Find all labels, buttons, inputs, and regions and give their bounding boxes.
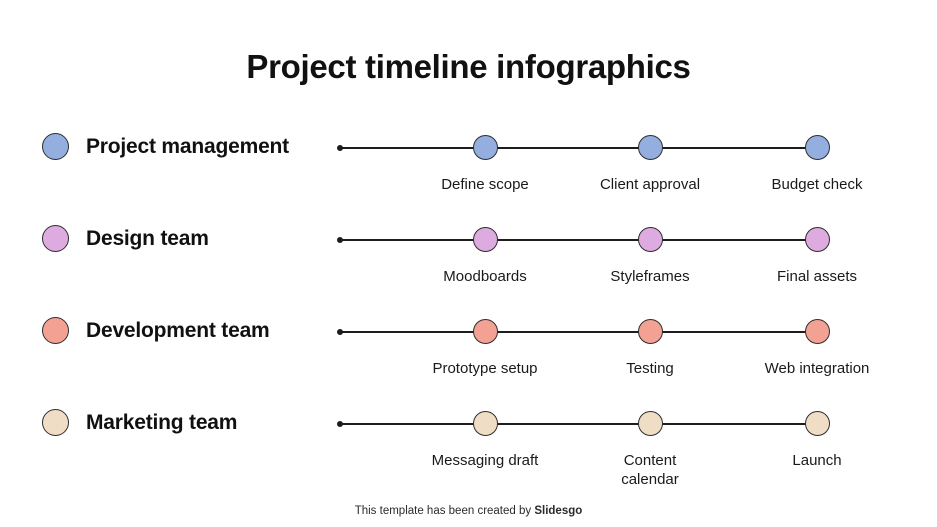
- timeline-line: [339, 423, 817, 425]
- row-legend-4[interactable]: Marketing team: [42, 409, 237, 436]
- footer-brand: Slidesgo: [534, 505, 583, 517]
- milestone-circle-icon: [804, 135, 830, 160]
- milestone-label: Prototype setup: [432, 360, 538, 377]
- milestone-label: Define scope: [441, 176, 529, 193]
- timeline-track: Moodboards Styleframes Final assets: [336, 227, 857, 285]
- milestone-circle-icon: [804, 411, 830, 436]
- timeline-line: [339, 239, 817, 241]
- milestone-label: Client approval: [599, 176, 701, 193]
- row-legend-2[interactable]: Design team: [42, 225, 209, 252]
- timeline-start-dot-icon: [336, 237, 343, 243]
- milestone-circle-icon: [637, 319, 663, 344]
- timeline-track: Define scope Client approval Budget check: [336, 135, 862, 193]
- footer-credit: This template has been created by Slides…: [0, 505, 937, 517]
- milestone-label: Styleframes: [610, 268, 690, 285]
- milestone-circle-icon: [637, 411, 663, 436]
- milestone-label: Launch: [792, 452, 842, 469]
- milestone-circle-icon: [637, 135, 663, 160]
- timeline-track: Prototype setup Testing Web integration: [336, 319, 869, 377]
- timeline-line: [339, 331, 817, 333]
- footer-text: This template has been created by: [354, 505, 535, 517]
- milestone-circle-icon: [804, 227, 830, 252]
- milestone-circle-icon: [637, 227, 663, 252]
- timeline-start-dot-icon: [336, 145, 343, 151]
- timeline-track: Messaging draft Content calendar Launch: [336, 411, 842, 488]
- milestone-circle-icon: [472, 411, 498, 436]
- milestone-circle-icon: [804, 319, 830, 344]
- milestone-circle-icon: [472, 135, 498, 160]
- milestone-label: Testing: [626, 360, 674, 377]
- milestone-label: Final assets: [776, 268, 858, 285]
- milestone-label: Moodboards: [443, 268, 527, 285]
- milestone-label: Content calendar: [621, 452, 679, 488]
- legend-circle-icon: [42, 133, 69, 160]
- row-legend-label: Development team: [86, 318, 270, 342]
- milestone-label: Budget check: [771, 176, 863, 193]
- milestone-circle-icon: [472, 227, 498, 252]
- legend-circle-icon: [42, 317, 69, 344]
- page-title: Project timeline infographics: [246, 48, 691, 85]
- timeline-start-dot-icon: [336, 421, 343, 427]
- row-legend-1[interactable]: Project management: [42, 133, 289, 160]
- row-legend-label: Design team: [86, 226, 209, 250]
- milestone-label: Web integration: [764, 360, 870, 377]
- milestone-circle-icon: [472, 319, 498, 344]
- legend-circle-icon: [42, 225, 69, 252]
- row-legend-label: Marketing team: [86, 410, 238, 434]
- timeline-start-dot-icon: [336, 329, 343, 335]
- timeline-line: [339, 147, 817, 149]
- milestone-label: Messaging draft: [431, 452, 539, 469]
- legend-circle-icon: [42, 409, 69, 436]
- row-legend-3[interactable]: Development team: [42, 317, 270, 344]
- row-legend-label: Project management: [86, 134, 289, 158]
